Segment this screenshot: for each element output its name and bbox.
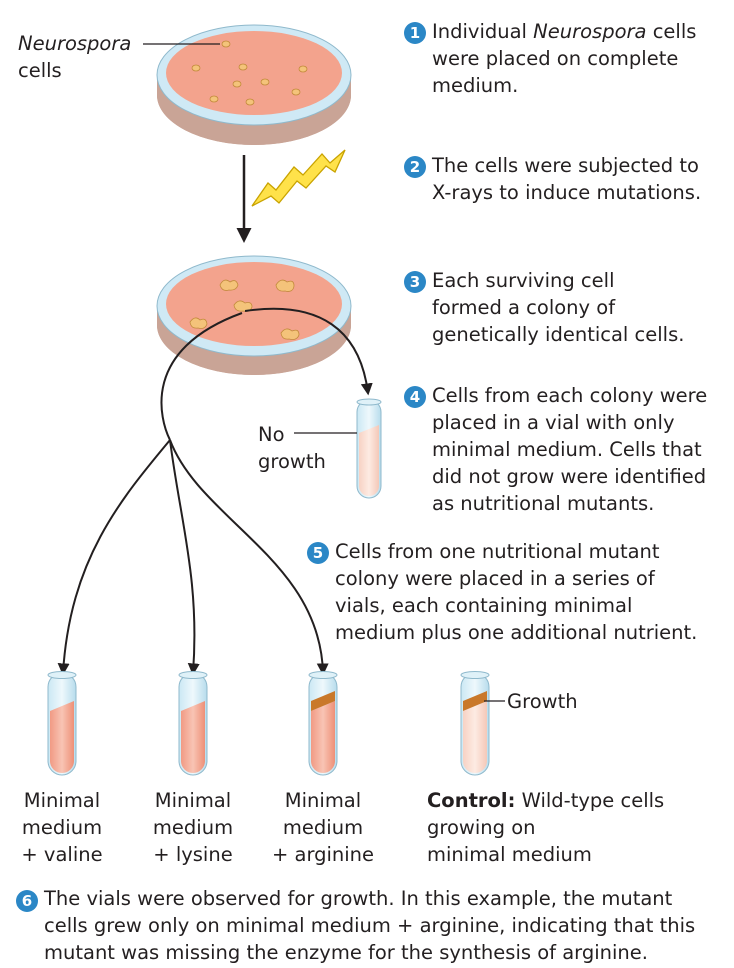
step-1-line-1a: Individual	[432, 20, 534, 43]
step-4-text: Cells from each colony were placed in a …	[432, 382, 707, 517]
control-line-2: growing on	[427, 816, 536, 839]
step-5-line-1: Cells from one nutritional mutant	[335, 540, 660, 563]
step-1-line-2: were placed on complete	[432, 47, 679, 70]
step-3-line-1: Each surviving cell	[432, 269, 615, 292]
no-word: No	[258, 423, 285, 446]
vial-arginine-label: Minimal medium + arginine	[263, 787, 383, 868]
petri-dish-colonies	[156, 255, 352, 375]
control-label: Control: Wild-type cells growing on mini…	[427, 787, 664, 868]
vial-valine	[47, 671, 77, 776]
step-6-number: 6	[16, 890, 38, 912]
step-5-line-2: colony were placed in a series of	[335, 567, 655, 590]
vial-lysine-line-3: + lysine	[153, 843, 233, 866]
step-5-line-4: medium plus one additional nutrient.	[335, 621, 698, 644]
control-bold: Control:	[427, 789, 516, 812]
vial-valine-label: Minimal medium + valine	[12, 787, 112, 868]
step-1-line-1b: cells	[646, 20, 697, 43]
petri-dish-top	[156, 24, 352, 145]
step-1-italic: Neurospora	[533, 20, 647, 43]
growth-band-arginine	[311, 691, 335, 711]
no-growth-label: No growth	[258, 421, 326, 475]
vial-lysine-label: Minimal medium + lysine	[143, 787, 243, 868]
step-3-line-3: genetically identical cells.	[432, 323, 685, 346]
step-1-text: Individual Neurospora cells were placed …	[432, 18, 696, 99]
transfer-arrows	[57, 307, 373, 676]
vial-control	[460, 671, 490, 776]
step-6-line-2: cells grew only on minimal medium + argi…	[44, 914, 696, 937]
control-line-3: minimal medium	[427, 843, 592, 866]
step-1-line-3: medium.	[432, 74, 519, 97]
neurospora-word: Neurospora	[18, 32, 132, 55]
growth-label: Growth	[507, 690, 578, 713]
step-3-text: Each surviving cell formed a colony of g…	[432, 267, 684, 348]
vial-arginine-line-3: + arginine	[271, 843, 375, 866]
step-3-number: 3	[404, 271, 426, 293]
vial-arginine	[308, 671, 338, 776]
step-6-text: The vials were observed for growth. In t…	[44, 885, 695, 966]
control-line-1: Wild-type cells	[515, 789, 665, 812]
vial-arginine-line-1: Minimal	[284, 789, 362, 812]
step-4-line-2: placed in a vial with only	[432, 411, 675, 434]
step-5-line-3: vials, each containing minimal	[335, 594, 633, 617]
step-4-line-1: Cells from each colony were	[432, 384, 708, 407]
xray-lightning-icon	[251, 149, 346, 207]
vial-lysine-line-1: Minimal	[154, 789, 232, 812]
vial-valine-line-3: + valine	[21, 843, 103, 866]
step-5-text: Cells from one nutritional mutant colony…	[335, 538, 697, 646]
no-growth-vial	[356, 398, 382, 499]
step-6-line-3: mutant was missing the enzyme for the sy…	[44, 941, 648, 964]
neurospora-cells	[191, 40, 308, 106]
step-4-line-4: did not grow were identified	[432, 465, 707, 488]
vial-lysine	[178, 671, 208, 776]
cells-word: cells	[18, 59, 62, 82]
step-2-number: 2	[404, 156, 426, 178]
step-3-line-2: formed a colony of	[432, 296, 616, 319]
step-1-number: 1	[404, 22, 426, 44]
step-4-line-5: as nutritional mutants.	[432, 492, 655, 515]
vial-arginine-line-2: medium	[282, 816, 364, 839]
step-5-number: 5	[307, 542, 329, 564]
vial-lysine-line-2: medium	[152, 816, 234, 839]
step-4-line-3: minimal medium. Cells that	[432, 438, 702, 461]
growth-band-control	[463, 691, 487, 711]
step-4-number: 4	[404, 386, 426, 408]
growth-word: growth	[258, 450, 326, 473]
step-2-line-1: The cells were subjected to	[432, 154, 699, 177]
neurospora-label: Neurospora cells	[18, 30, 131, 84]
vial-valine-line-2: medium	[21, 816, 103, 839]
vial-valine-line-1: Minimal	[23, 789, 101, 812]
step-2-text: The cells were subjected to X-rays to in…	[432, 152, 701, 206]
colonies	[189, 279, 300, 340]
step-2-line-2: X-rays to induce mutations.	[432, 181, 702, 204]
step-6-line-1: The vials were observed for growth. In t…	[44, 887, 673, 910]
